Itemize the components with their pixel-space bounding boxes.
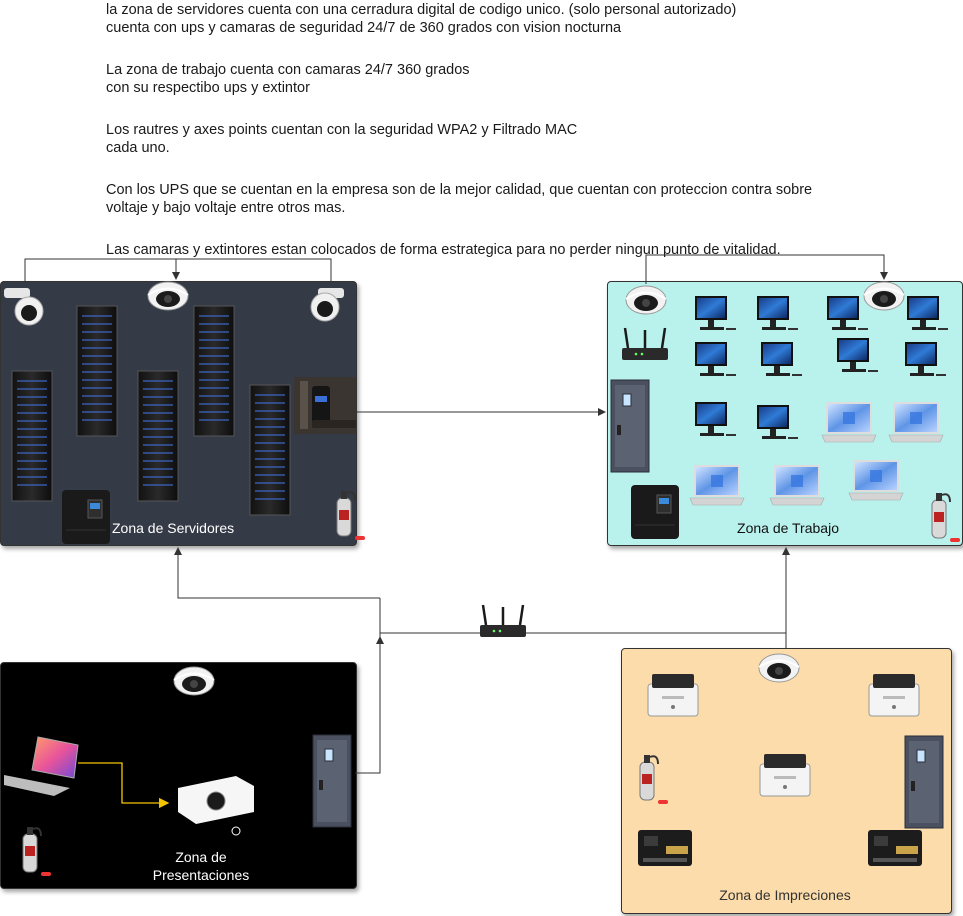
camera-link-servers [24,258,332,283]
outdoor-camera-icon [310,288,344,322]
laptop-icon [689,464,745,506]
link-to-servidores [174,547,380,599]
camera-link-trabajo [645,254,888,284]
dome-camera-icon [173,666,215,696]
dome-camera-icon [758,653,800,683]
ink-printer-icon [868,830,922,866]
note-line: La zona de trabajo cuenta con camaras 24… [106,62,470,78]
ink-printer-icon [638,830,692,866]
link-router-impreciones [380,632,787,648]
zone-label-line: Presentaciones [152,867,250,883]
link-presentaciones [355,598,381,774]
router-icon [620,326,670,362]
zone-label-servidores: Zona de Servidores [112,520,235,536]
note-line: Los rautres y axes points cuentan con la… [106,122,578,138]
fire-extinguisher-icon [22,826,52,877]
dome-camera-icon [147,281,189,311]
outdoor-camera-icon [4,288,44,326]
presentaciones-contents [4,666,352,877]
zone-label-line: Zona de [175,849,227,865]
laptop-icon [769,464,825,506]
note-paragraph: Los rautres y axes points cuentan con la… [106,121,936,157]
fire-extinguisher-icon [639,754,669,805]
note-line: Con los UPS que se cuentan en la empresa… [106,182,813,198]
fire-extinguisher-icon [336,490,366,541]
note-line: la zona de servidores cuenta con una cer… [106,2,737,18]
desktop-pc-icon [695,402,736,436]
note-line: cuenta con ups y camaras de seguridad 24… [106,20,622,36]
server-rack-icon [249,384,291,516]
note-paragraph: Las camaras y extintores estan colocados… [106,241,936,259]
dome-camera-icon [863,281,905,311]
note-paragraph: la zona de servidores cuenta con una cer… [106,1,936,37]
servers-contents [4,281,366,545]
door-icon [904,735,944,829]
server-rack-icon [11,370,53,502]
desktop-pc-icon [695,342,736,376]
note-line: Las camaras y extintores estan colocados… [106,242,781,258]
desktop-pc-icon [827,296,868,330]
ups-icon [630,484,680,540]
connections [24,254,888,774]
laptop-icon [821,401,877,443]
projector-icon [178,776,254,836]
impreciones-contents [638,653,944,866]
desktop-pc-icon [757,296,798,330]
laptop-projector-link [78,762,170,809]
laptop-icon [888,401,944,443]
zone-label-trabajo: Zona de Trabajo [737,520,839,536]
laptop-icon [4,736,79,796]
printer-icon [647,673,699,717]
printer-icon [868,673,920,717]
desktop-pc-icon [695,296,736,330]
door-icon [610,379,650,473]
ups-icon [61,489,111,545]
note-line: voltaje y bajo voltaje entre otros mas. [106,200,346,216]
printer-icon [759,753,811,797]
trabajo-contents [610,281,961,543]
note-line: cada uno. [106,140,170,156]
zone-label-impreciones: Zona de Impreciones [719,887,851,903]
desktop-pc-icon [905,342,946,376]
laptop-icon [848,459,904,501]
digital-lock-icon [294,377,356,434]
zone-label-presentaciones: Zona de Presentaciones [136,848,266,884]
desktop-pc-icon [757,405,798,439]
central-router-icon [478,603,528,639]
server-rack-icon [76,305,118,437]
desktop-pc-icon [761,342,802,376]
notes-text: la zona de servidores cuenta con una cer… [106,0,936,283]
note-line: con su respectibo ups y extintor [106,80,310,96]
desktop-pc-icon [837,338,878,372]
desktop-pc-icon [907,296,948,330]
note-paragraph: La zona de trabajo cuenta con camaras 24… [106,61,936,97]
note-paragraph: Con los UPS que se cuentan en la empresa… [106,181,936,217]
dome-camera-icon [625,285,667,315]
server-rack-icon [137,370,179,502]
door-icon [312,734,352,828]
fire-extinguisher-icon [931,492,961,543]
server-rack-icon [193,305,235,437]
